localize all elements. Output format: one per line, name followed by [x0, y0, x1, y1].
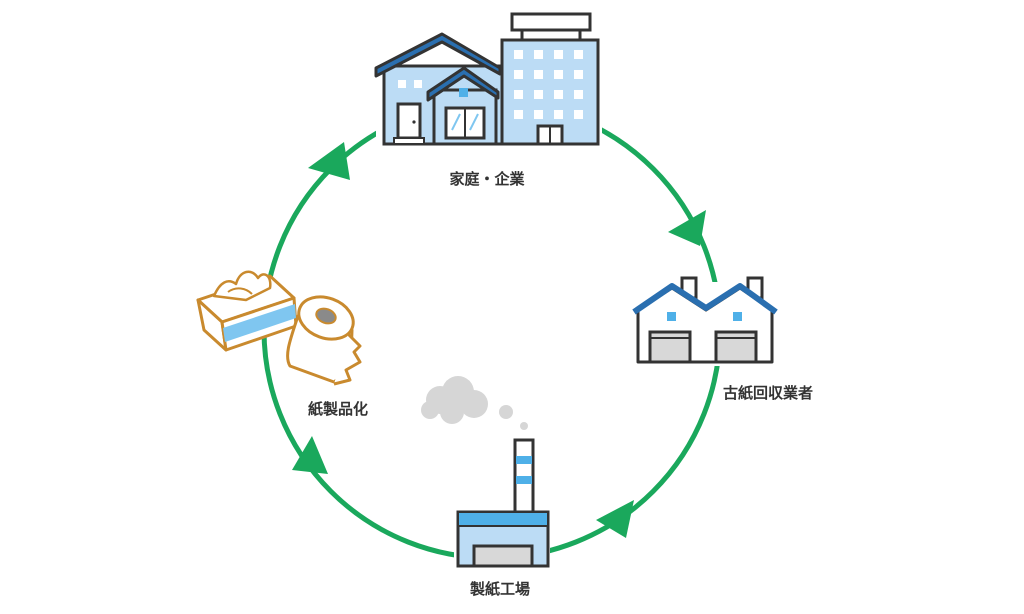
- arrow-household-to-collector: [668, 210, 706, 246]
- node-label-collector: 古紙回収業者: [723, 384, 813, 402]
- tissue-box-and-toilet-paper-icon: [196, 270, 362, 386]
- node-label-products: 紙製品化: [308, 400, 368, 418]
- house-and-office-building-icon: [374, 12, 602, 146]
- arrow-collector-to-mill: [596, 500, 634, 538]
- paper-mill-factory-icon: [421, 376, 550, 568]
- warehouse-icon: [632, 276, 778, 366]
- node-label-mill: 製紙工場: [469, 580, 530, 598]
- arrow-mill-to-products: [292, 436, 328, 474]
- arrow-products-to-household: [308, 142, 350, 180]
- node-label-household: 家庭・企業: [449, 170, 525, 188]
- toilet-paper-icon: [286, 295, 362, 386]
- smoke-cloud: [421, 376, 528, 430]
